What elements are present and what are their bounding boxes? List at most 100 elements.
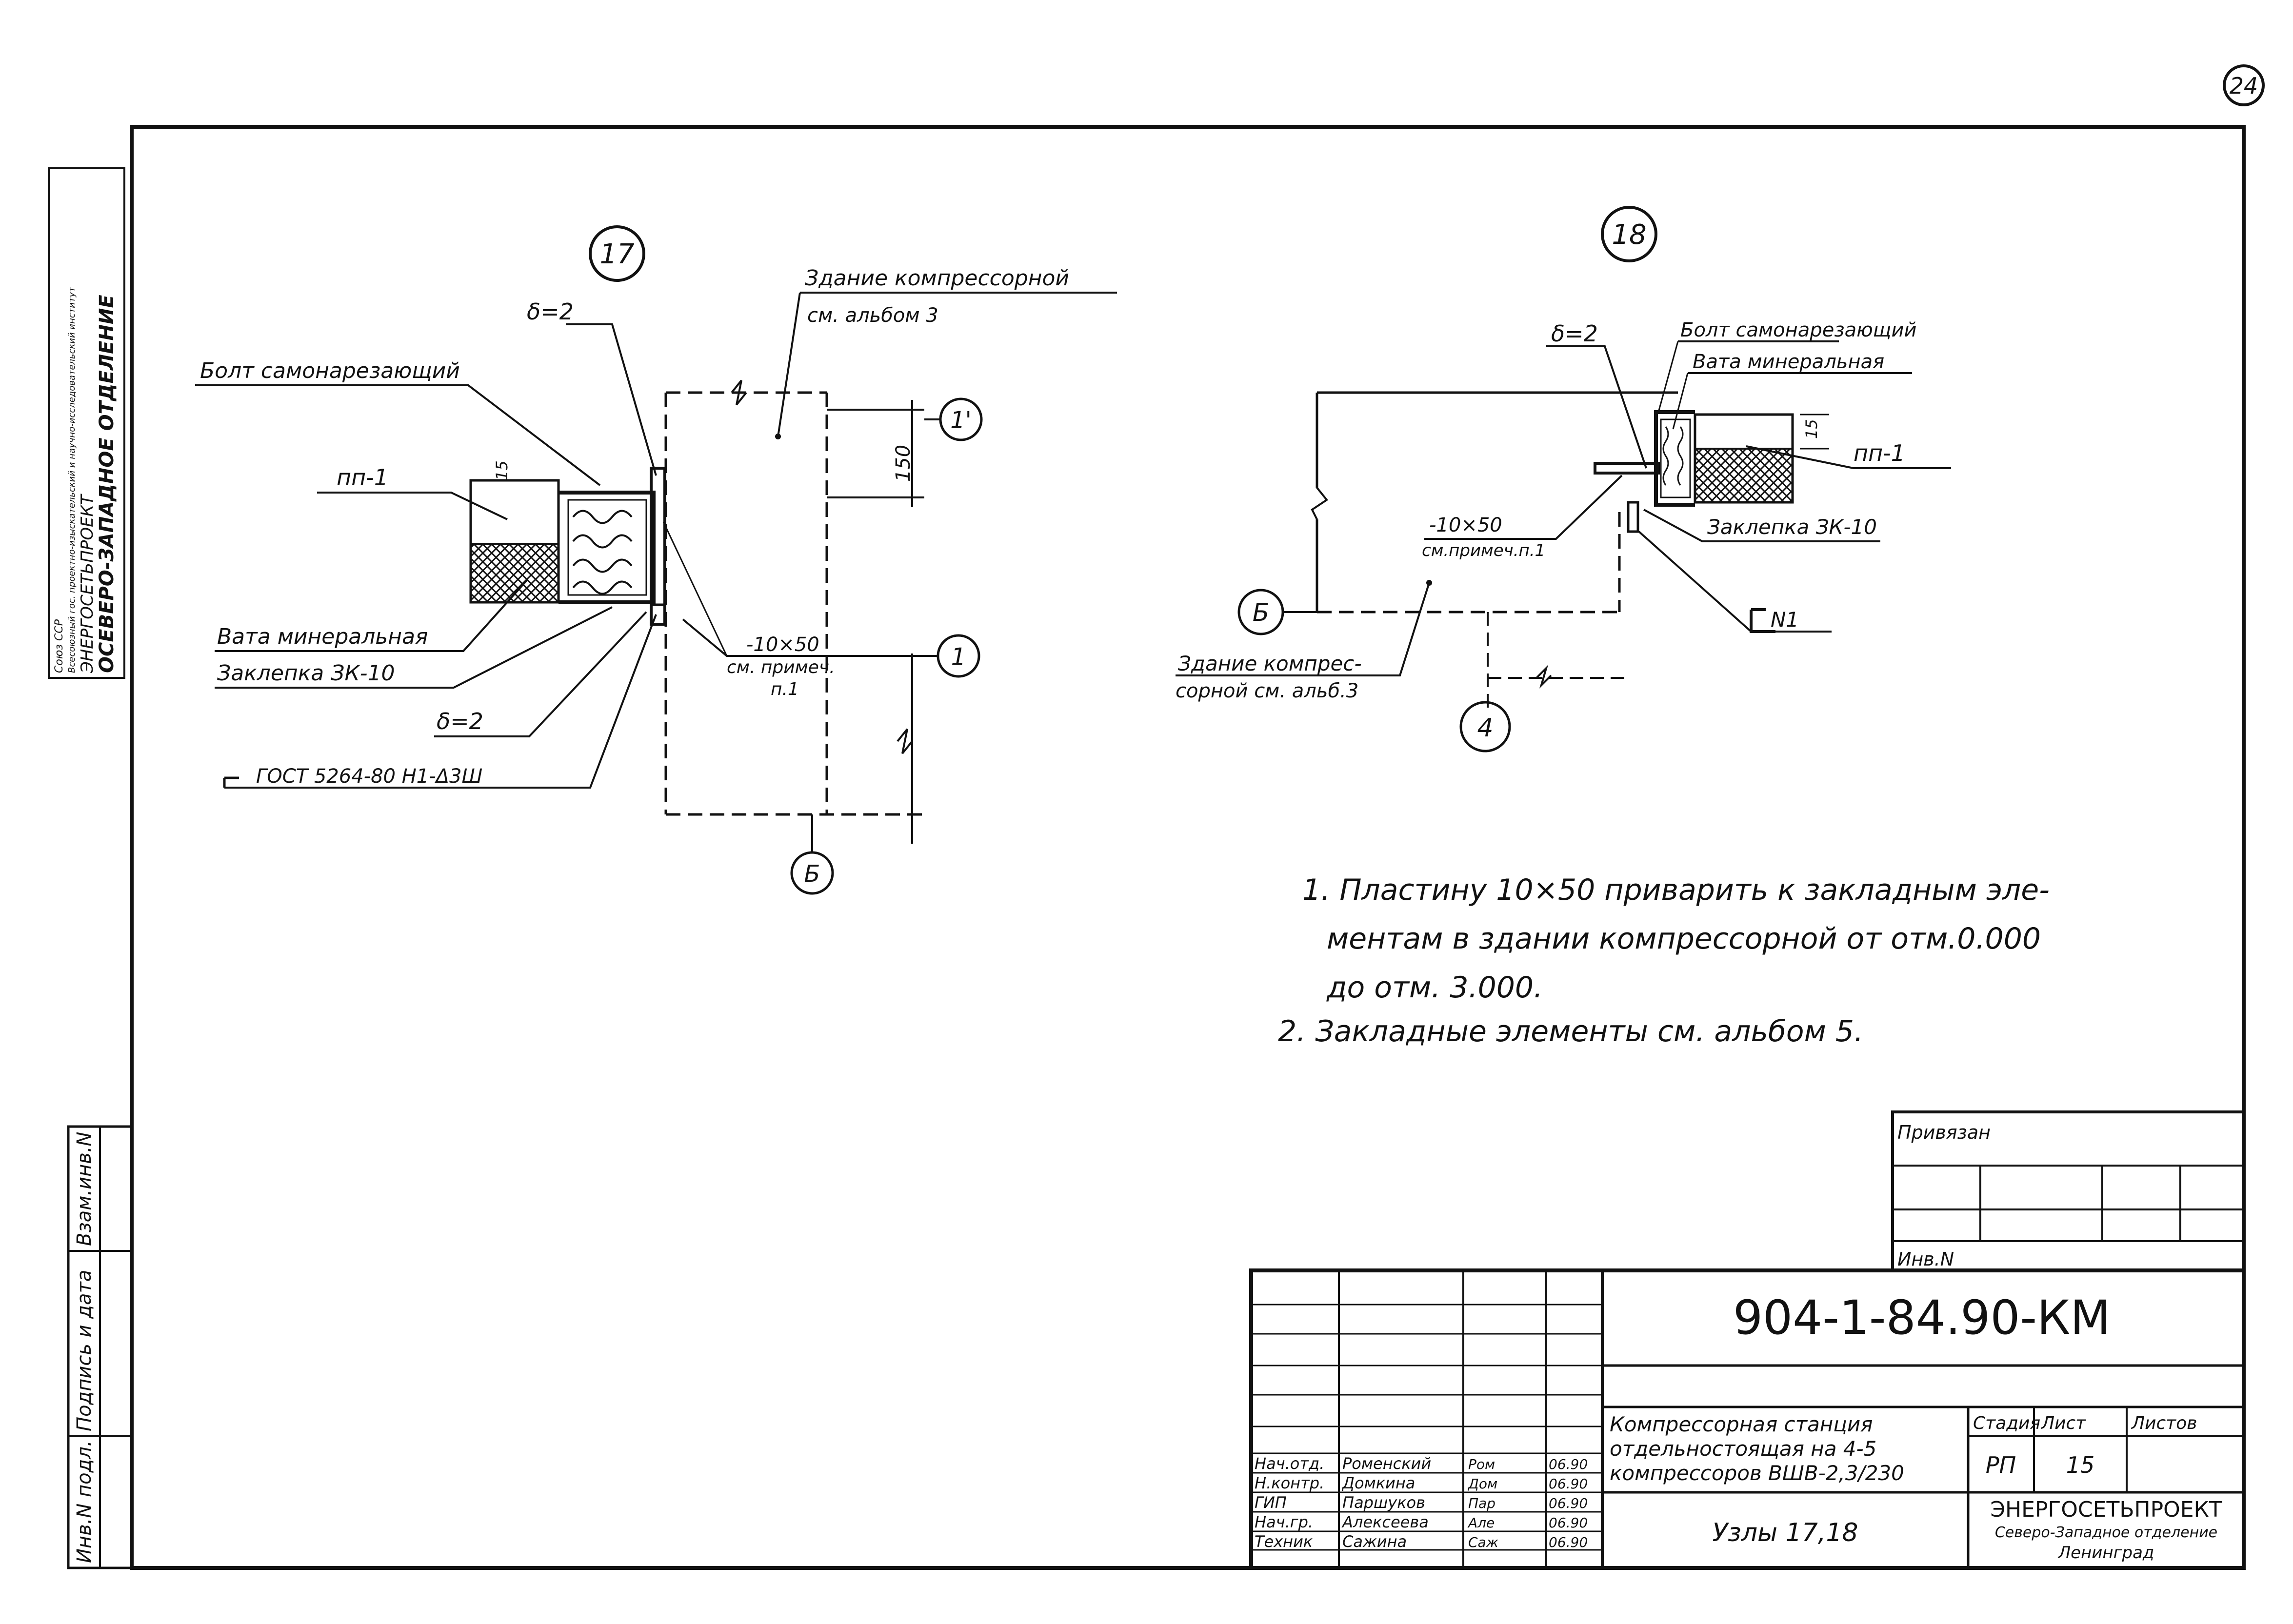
svg-text:17: 17 <box>599 238 635 270</box>
node-17-vata-label: Вата минеральная <box>217 624 428 649</box>
svg-text:06.90: 06.90 <box>1549 1456 1588 1472</box>
node-18: 18 4 Б δ=2 Болт самонарезающий Вата мине… <box>1176 206 1951 753</box>
svg-text:Роменский: Роменский <box>1342 1454 1431 1473</box>
node-17: 17 150 1' 1 Б δ=2 Здание к <box>195 225 1117 895</box>
svg-text:Техник: Техник <box>1255 1532 1313 1551</box>
svg-text:06.90: 06.90 <box>1549 1515 1588 1531</box>
node-17-building-ref: см. альбом 3 <box>807 304 938 327</box>
project-line1: Компрессорная станция <box>1610 1412 1873 1436</box>
org-name: ЭНЕРГОСЕТЬПРОЕКТ <box>1990 1497 2222 1522</box>
main-stamp-box <box>1249 1268 2246 1570</box>
title-block: Привязан Инв.N Нач.отд. Роменский Ром <box>1249 1110 2246 1570</box>
node-18-dim-15: 15 <box>1802 419 1821 439</box>
node-17-rivet-label: Заклепка ЗК-10 <box>217 661 395 686</box>
node-18-profile <box>1654 410 1695 507</box>
node-18-rivet-label: Заклепка ЗК-10 <box>1707 515 1877 539</box>
stamp-line4: ОСЕВЕРО-ЗАПАДНОЕ ОТДЕЛЕНИЕ <box>96 295 118 673</box>
svg-text:06.90: 06.90 <box>1549 1534 1588 1550</box>
svg-text:06.90: 06.90 <box>1549 1495 1588 1511</box>
svg-text:18: 18 <box>1612 219 1646 251</box>
sheet-frame <box>130 125 2246 1570</box>
node-18-plate-label: -10×50 <box>1429 514 1502 536</box>
node-18-building-line1: Здание компрес- <box>1178 652 1362 675</box>
svg-text:Б: Б <box>804 860 820 888</box>
side-columns: Инв.N подл. Подпись и дата Взам.инв.N <box>67 1125 133 1569</box>
node-18-building-outline <box>1317 512 1621 614</box>
stamp-line3: ЭНЕРГОСЕТЬПРОЕКТ <box>78 494 97 673</box>
node-17-plate-note1: см. примеч. <box>727 657 835 677</box>
stamp-line2: Всесоюзный гос. проектно-изыскательский … <box>67 287 77 673</box>
stamp-line1: Союз ССР <box>53 619 65 673</box>
svg-text:Пар: Пар <box>1468 1495 1495 1511</box>
node-17-mineral-wool <box>572 510 633 595</box>
node-17-plate <box>650 467 666 626</box>
node-17-profile <box>558 491 656 604</box>
inv-n-label: Инв.N <box>1897 1248 1954 1270</box>
svg-text:Саж: Саж <box>1468 1534 1498 1550</box>
drawing-code: 904-1-84.90-КМ <box>1733 1290 2111 1345</box>
node-18-vata-label: Вата минеральная <box>1693 351 1884 373</box>
svg-text:Н.контр.: Н.контр. <box>1255 1474 1324 1492</box>
node-18-mineral-wool <box>1662 426 1684 486</box>
note-2: 2. Закладные элементы см. альбом 5. <box>1278 1014 1863 1049</box>
note-1-line1: 1. Пластину 10×50 приварить к закладным … <box>1302 873 2050 907</box>
node-17-building-outline <box>664 391 922 816</box>
node-17-building-label: Здание компрессорной <box>805 266 1069 291</box>
node-17-plate-label: -10×50 <box>746 634 819 656</box>
svg-text:Нач.отд.: Нач.отд. <box>1255 1454 1324 1473</box>
podpis-label: Подпись и дата <box>73 1270 96 1431</box>
stage-value: РП <box>1986 1452 2016 1478</box>
svg-text:Але: Але <box>1467 1515 1495 1531</box>
node-17-dim-15: 15 <box>493 460 511 480</box>
node-18-bolt-label: Болт самонарезающий <box>1680 319 1916 341</box>
privyazan-label: Привязан <box>1897 1122 1991 1143</box>
svg-text:1: 1 <box>951 643 966 671</box>
node-17-dim-150: 150 <box>892 445 915 482</box>
svg-text:Дом: Дом <box>1467 1476 1497 1492</box>
side-stamp-box <box>48 167 125 679</box>
staff-row: Нач.отд. Роменский Ром 06.90 <box>1255 1454 1588 1473</box>
staff-row: Техник Сажина Саж 06.90 <box>1255 1532 1588 1551</box>
staff-row: Н.контр. Домкина Дом 06.90 <box>1255 1474 1588 1492</box>
svg-text:06.90: 06.90 <box>1549 1476 1588 1492</box>
svg-text:Ром: Ром <box>1468 1456 1495 1472</box>
svg-text:Б: Б <box>1253 598 1269 627</box>
side-stamp: Союз ССР Всесоюзный гос. проектно-изыска… <box>48 167 125 679</box>
node-17-bolt-label: Болт самонарезающий <box>200 358 460 383</box>
svg-text:Паршуков: Паршуков <box>1342 1493 1425 1512</box>
sheets-header: Листов <box>2131 1413 2197 1433</box>
node-17-marker <box>589 225 645 282</box>
staff-row: Нач.гр. Алексеева Але 06.90 <box>1255 1513 1588 1531</box>
sheet-number-mark: 24 <box>2223 64 2265 106</box>
inv-podl-label: Инв.N подл. <box>73 1440 96 1563</box>
svg-text:24: 24 <box>2230 73 2258 99</box>
node-18-axis-4 <box>1459 701 1511 753</box>
node-18-delta-label: δ=2 <box>1551 320 1598 347</box>
node-18-plate <box>1594 462 1660 475</box>
org-branch: Северо-Западное отделение <box>1995 1524 2217 1541</box>
staff-row: ГИП Паршуков Пар 06.90 <box>1255 1493 1588 1512</box>
note-1-line2: ментам в здании компрессорной от отм.0.0… <box>1327 922 2041 956</box>
drawing-title: Узлы 17,18 <box>1712 1518 1858 1547</box>
node-18-insulation-hatch <box>1694 448 1794 503</box>
svg-text:Сажина: Сажина <box>1342 1532 1407 1551</box>
note-1-line3: до отм. 3.000. <box>1326 970 1543 1005</box>
node-17-delta-bottom: δ=2 <box>437 708 483 734</box>
svg-text:1': 1' <box>950 407 972 434</box>
node-17-delta-top: δ=2 <box>527 298 574 325</box>
node-17-gost-label: ГОСТ 5264-80 Н1-Δ3Ш <box>256 765 482 788</box>
project-line3: компрессоров ВШВ-2,3/230 <box>1610 1461 1904 1485</box>
node-18-plate-note: см.примеч.п.1 <box>1422 541 1545 560</box>
node-18-building-line2: сорной см. альб.3 <box>1176 680 1358 702</box>
svg-text:4: 4 <box>1477 713 1493 743</box>
vzam-label: Взам.инв.N <box>73 1132 96 1246</box>
svg-text:Домкина: Домкина <box>1341 1474 1415 1492</box>
node-18-angle-label: N1 <box>1771 608 1799 632</box>
sheet-header: Лист <box>2040 1413 2086 1433</box>
stage-header: Стадия <box>1973 1413 2040 1433</box>
svg-text:Алексеева: Алексеева <box>1341 1513 1429 1531</box>
node-17-plate-note2: п.1 <box>771 679 799 699</box>
svg-text:Нач.гр.: Нач.гр. <box>1255 1513 1313 1531</box>
node-17-pp-label: пп-1 <box>337 464 388 491</box>
